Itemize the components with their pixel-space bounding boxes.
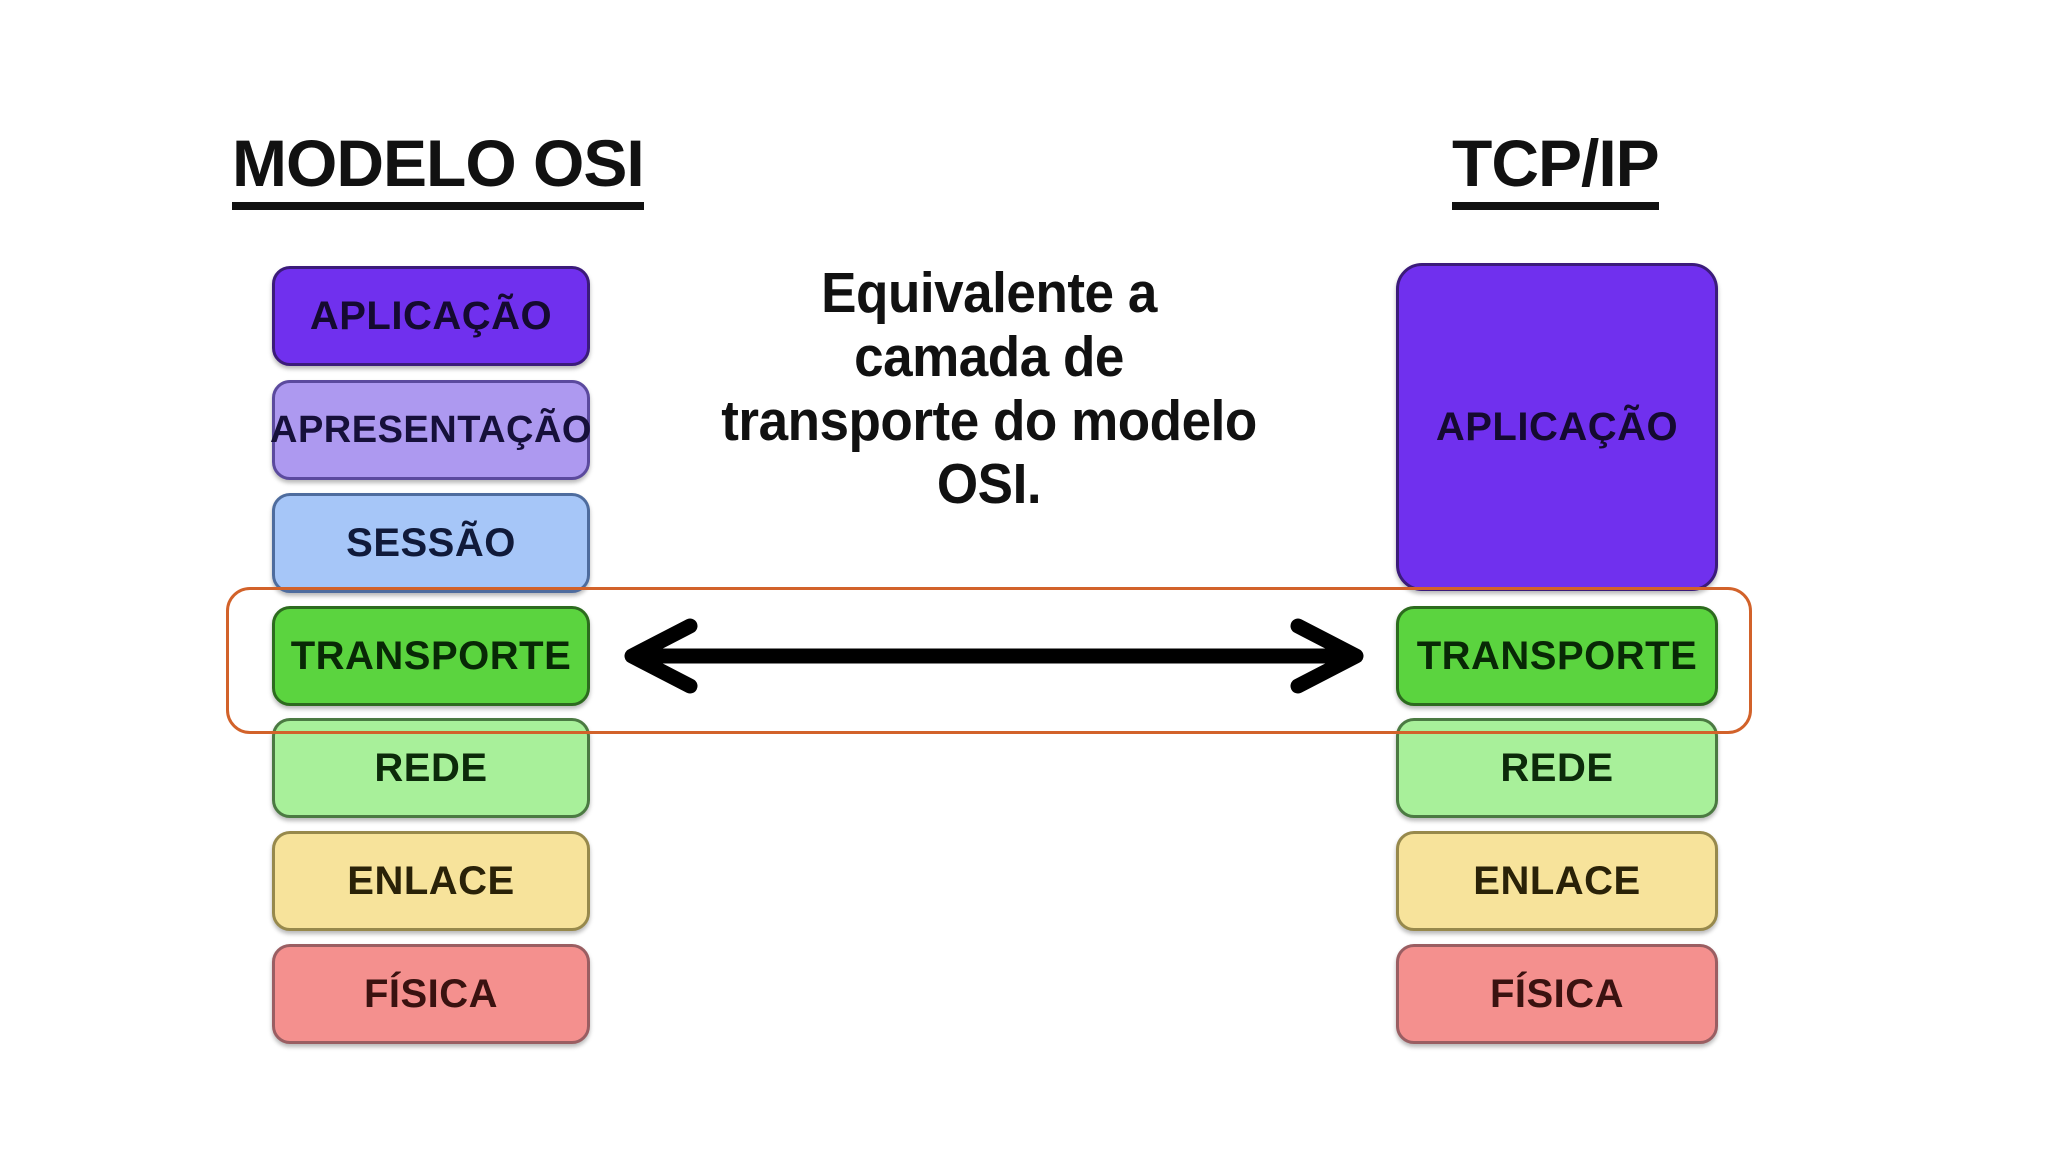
double-headed-arrow-icon	[624, 618, 1364, 694]
osi-layer-label: REDE	[374, 745, 488, 790]
equivalence-note-line: OSI.	[936, 452, 1042, 517]
tcpip-layer-label: REDE	[1500, 745, 1614, 790]
osi-layer-label: FÍSICA	[363, 971, 499, 1016]
tcpip-layer-aplicacao[interactable]: APLICAÇÃO	[1396, 263, 1718, 591]
tcpip-layer-label: FÍSICA	[1489, 971, 1625, 1016]
tcpip-layer-enlace[interactable]: ENLACE	[1396, 831, 1718, 931]
osi-layer-label: ENLACE	[347, 858, 515, 903]
tcpip-layer-label: TRANSPORTE	[1416, 633, 1698, 678]
osi-layer-sessao[interactable]: SESSÃO	[272, 493, 590, 593]
osi-layer-label: APLICAÇÃO	[309, 293, 553, 338]
tcpip-layer-label: APLICAÇÃO	[1435, 404, 1679, 449]
osi-layer-transporte[interactable]: TRANSPORTE	[272, 606, 590, 706]
tcpip-layer-label: ENLACE	[1473, 858, 1641, 903]
osi-layer-rede[interactable]: REDE	[272, 718, 590, 818]
osi-title-text: MODELO OSI	[232, 130, 645, 210]
equivalence-note-line: camada de	[854, 324, 1124, 389]
osi-layer-enlace[interactable]: ENLACE	[272, 831, 590, 931]
tcpip-column-title: TCP/IP	[1452, 130, 1660, 210]
osi-layer-label: SESSÃO	[346, 520, 516, 565]
tcpip-layer-rede[interactable]: REDE	[1396, 718, 1718, 818]
tcpip-layer-transporte[interactable]: TRANSPORTE	[1396, 606, 1718, 706]
osi-layer-label: TRANSPORTE	[290, 633, 572, 678]
tcpip-layer-fisica[interactable]: FÍSICA	[1396, 944, 1718, 1044]
osi-layer-apresentacao[interactable]: APRESENTAÇÃO	[270, 380, 592, 480]
equivalence-note-line: Equivalente a	[821, 261, 1157, 325]
osi-layer-label: APRESENTAÇÃO	[270, 408, 592, 451]
osi-layer-aplicacao[interactable]: APLICAÇÃO	[272, 266, 590, 366]
tcpip-title-text: TCP/IP	[1452, 130, 1660, 210]
osi-column-title: MODELO OSI	[232, 130, 645, 210]
osi-layer-fisica[interactable]: FÍSICA	[272, 944, 590, 1044]
equivalence-note-line: transporte do modelo	[721, 388, 1257, 453]
